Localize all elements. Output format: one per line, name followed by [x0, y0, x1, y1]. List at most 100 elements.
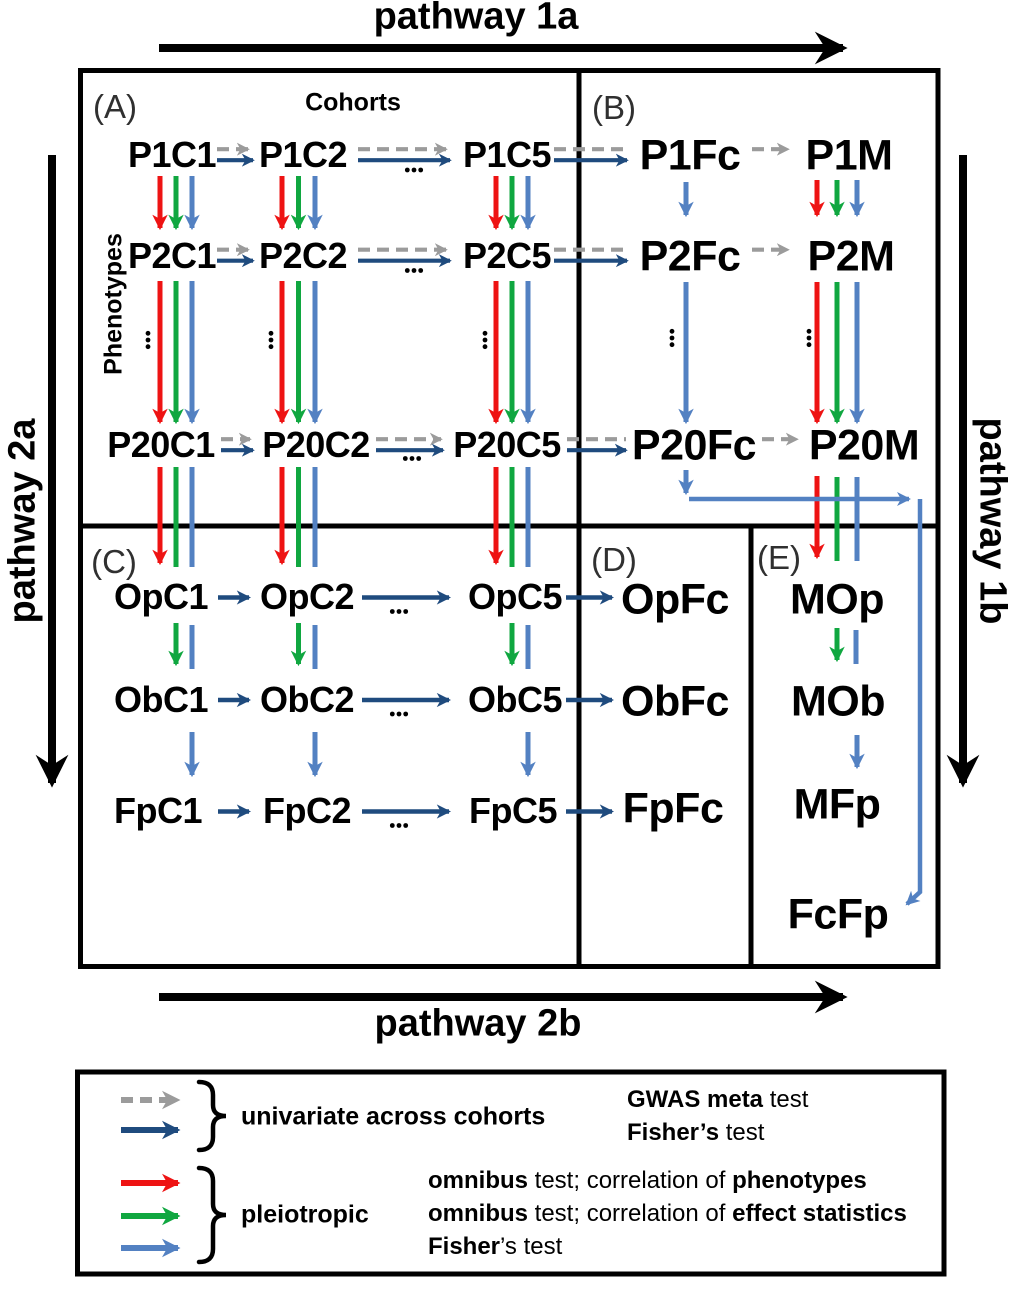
- dot: [145, 330, 151, 336]
- dot: [482, 330, 488, 336]
- legend-brace-univariate: [196, 1079, 227, 1153]
- node-p1m: P1M: [805, 131, 893, 180]
- node-obfc: ObFc: [621, 677, 729, 726]
- connector-down-fcfp-blue: [905, 499, 923, 906]
- dot: [404, 268, 410, 273]
- node-fpfc: FpFc: [622, 784, 724, 833]
- dots-c2-phenotypes: [268, 330, 274, 350]
- dot: [403, 609, 409, 614]
- node-opc1: OpC1: [113, 576, 209, 617]
- node-fpc5: FpC5: [469, 790, 558, 831]
- node-p20c2: P20C2: [262, 424, 370, 465]
- pathway-1a-label: pathway 1a: [373, 0, 579, 38]
- panel-e-label: (E): [757, 539, 801, 576]
- legend-test-gwas-meta-bold: GWAS meta: [627, 1086, 764, 1113]
- dot: [389, 823, 395, 828]
- dot: [403, 823, 409, 828]
- legend-test-gwas-meta: GWAS meta test: [627, 1086, 808, 1114]
- dot: [396, 823, 402, 828]
- dots-op-cohorts: [389, 609, 409, 614]
- legend-test-fisher-univariate-rest: test: [719, 1119, 765, 1146]
- legend-test-omnibus-effects-rest: test; correlation of: [528, 1200, 733, 1227]
- pathway-1b-label: pathway 1b: [971, 417, 1014, 625]
- panel-d-label: (D): [591, 541, 637, 578]
- node-p20fc: P20Fc: [631, 421, 757, 470]
- node-p1c1: P1C1: [127, 134, 217, 175]
- dot: [402, 456, 408, 461]
- dot: [418, 167, 424, 173]
- dot: [389, 711, 395, 717]
- dot: [806, 328, 812, 334]
- dots-fp-cohorts: [389, 823, 409, 828]
- node-p2m: P2M: [807, 232, 895, 281]
- dots-p20-cohorts: [402, 456, 422, 461]
- node-p1c5: P1C5: [462, 134, 552, 175]
- node-fcfp: FcFp: [787, 890, 889, 939]
- legend-brace-pleiotropic: [196, 1165, 227, 1265]
- dot: [145, 344, 151, 350]
- legend-test-fisher-pleiotropic-bold: Fisher: [428, 1233, 501, 1260]
- dots-p2-cohorts: [404, 268, 424, 273]
- dot: [482, 337, 488, 343]
- legend-test-fisher-univariate-bold: Fisher’s: [627, 1119, 720, 1146]
- legend-box: [75, 1069, 947, 1277]
- dot: [268, 337, 274, 343]
- dot: [268, 330, 274, 336]
- dot: [409, 456, 415, 461]
- node-p20c1: P20C1: [107, 424, 215, 465]
- legend-test-omnibus-phenotypes-bold: omnibus: [428, 1167, 528, 1194]
- dot: [403, 711, 409, 717]
- node-p1c2: P1C2: [258, 134, 348, 175]
- node-obc1: ObC1: [113, 679, 209, 720]
- node-opc5: OpC5: [467, 576, 563, 617]
- dots-c5-phenotypes: [482, 330, 488, 350]
- legend-test-omnibus-effects-bold: omnibus: [428, 1200, 528, 1227]
- node-fpc2: FpC2: [263, 790, 352, 831]
- dot: [404, 167, 410, 173]
- panel-b-label: (B): [592, 89, 636, 126]
- dot: [669, 342, 675, 348]
- dot: [411, 268, 417, 273]
- phenotypes-axis-label: Phenotypes: [99, 233, 128, 375]
- legend-test-gwas-meta-rest: test: [763, 1086, 809, 1113]
- node-p20m: P20M: [808, 421, 920, 470]
- panel-a-label: (A): [93, 88, 137, 125]
- legend-test-omnibus-effects: omnibus test; correlation of effect stat…: [428, 1200, 907, 1228]
- node-obc5: ObC5: [467, 679, 563, 720]
- node-mob: MOb: [790, 677, 886, 726]
- dot: [669, 335, 675, 341]
- node-p2fc: P2Fc: [639, 232, 741, 281]
- node-fpc1: FpC1: [114, 790, 203, 831]
- dot: [389, 609, 395, 614]
- dot: [482, 344, 488, 350]
- legend-univariate-label: univariate across cohorts: [241, 1102, 546, 1131]
- dot: [396, 609, 402, 614]
- dots-p1-cohorts: [404, 167, 424, 173]
- dot: [416, 456, 422, 461]
- dot: [806, 335, 812, 341]
- legend-test-fisher-univariate: Fisher’s test: [627, 1119, 764, 1147]
- dot: [268, 344, 274, 350]
- legend-test-omnibus-phenotypes-bold2: phenotypes: [732, 1167, 867, 1194]
- node-mfp: MFp: [793, 780, 881, 829]
- node-opfc: OpFc: [621, 575, 729, 624]
- dot: [145, 337, 151, 343]
- dot: [418, 268, 424, 273]
- dot: [411, 167, 417, 173]
- node-opc2: OpC2: [259, 576, 355, 617]
- dot: [669, 328, 675, 334]
- node-p2c2: P2C2: [258, 235, 348, 276]
- legend-pleiotropic-label: pleiotropic: [241, 1200, 369, 1229]
- dots-c1-phenotypes: [145, 330, 151, 350]
- node-p2c1: P2C1: [127, 235, 217, 276]
- node-mop: MOp: [789, 575, 885, 624]
- legend-test-fisher-pleiotropic: Fisher’s test: [428, 1233, 562, 1261]
- panel-c-label: (C): [91, 543, 137, 580]
- dots-fc-phenotypes: [669, 328, 675, 348]
- dots-m-phenotypes: [806, 328, 812, 348]
- pathway-2b-label: pathway 2b: [374, 1002, 582, 1045]
- node-obc2: ObC2: [259, 679, 355, 720]
- dot: [396, 711, 402, 717]
- dot: [806, 342, 812, 348]
